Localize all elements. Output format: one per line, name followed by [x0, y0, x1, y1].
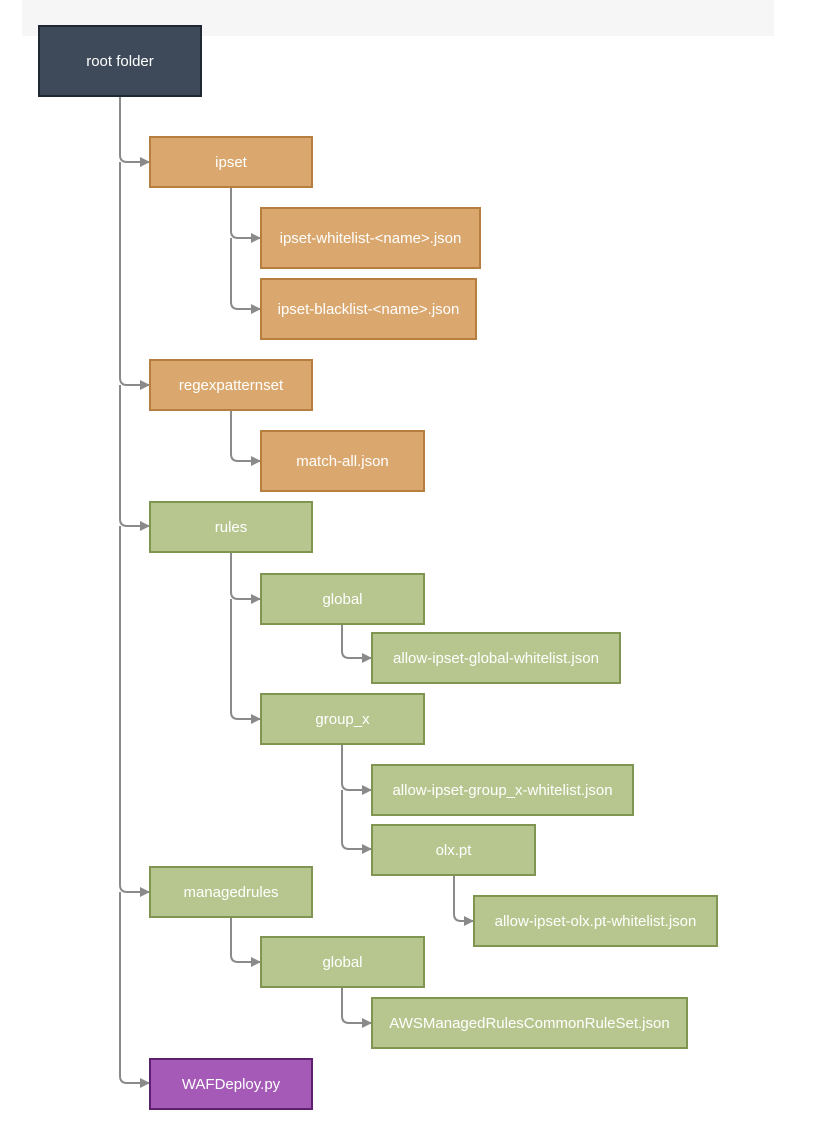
connector-ipset-blacklist — [230, 238, 261, 314]
match-all-file-node: match-all.json — [260, 430, 425, 492]
connector-ipset-whitelist — [230, 188, 261, 243]
connector-root-regexpatternset — [119, 162, 150, 390]
wafdeploy-script-node: WAFDeploy.py — [149, 1058, 313, 1110]
connector-global-allow — [341, 624, 372, 663]
managed-global-folder-node: global — [260, 936, 425, 988]
connector-root-wafdeploy — [119, 892, 150, 1088]
connector-root-rules — [119, 385, 150, 531]
aws-common-ruleset-file-node: AWSManagedRulesCommonRuleSet.json — [371, 997, 688, 1049]
rules-folder-node: rules — [149, 501, 313, 553]
connector-root-ipset — [119, 96, 150, 167]
connector-rules-global — [230, 552, 261, 604]
connector-groupx-olxpt — [341, 790, 372, 854]
allow-global-whitelist-file-node: allow-ipset-global-whitelist.json — [371, 632, 621, 684]
connector-rules-groupx — [230, 599, 261, 724]
regexpatternset-folder-node: regexpatternset — [149, 359, 313, 411]
olx-pt-folder-node: olx.pt — [371, 824, 536, 876]
group-x-folder-node: group_x — [260, 693, 425, 745]
connector-managed-global — [230, 917, 261, 967]
connector-root-managedrules — [119, 526, 150, 897]
ipset-blacklist-file-node: ipset-blacklist-<name>.json — [260, 278, 477, 340]
connector-managedglobal-aws — [341, 988, 372, 1028]
allow-group-x-whitelist-file-node: allow-ipset-group_x-whitelist.json — [371, 764, 634, 816]
connector-groupx-allow — [341, 745, 372, 795]
ipset-folder-node: ipset — [149, 136, 313, 188]
managedrules-folder-node: managedrules — [149, 866, 313, 918]
rules-global-folder-node: global — [260, 573, 425, 625]
allow-olx-pt-whitelist-file-node: allow-ipset-olx.pt-whitelist.json — [473, 895, 718, 947]
root-folder-node: root folder — [38, 25, 202, 97]
connector-olxpt-allow — [453, 876, 474, 926]
connector-regex-matchall — [230, 410, 261, 466]
ipset-whitelist-file-node: ipset-whitelist-<name>.json — [260, 207, 481, 269]
